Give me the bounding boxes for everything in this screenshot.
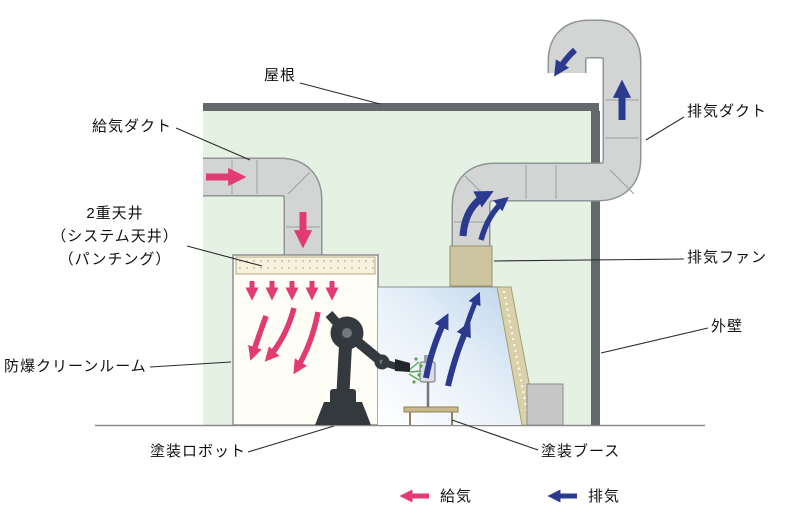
label-double-ceiling: 2重天井 （システム天井） （パンチング） — [45, 202, 185, 271]
leader-cleanroom — [149, 361, 232, 368]
leader-supply-duct — [175, 127, 251, 161]
label-paint-booth: 塗装ブース — [541, 443, 621, 460]
supply-arrow-icon — [399, 489, 429, 502]
spray-gun — [395, 359, 410, 372]
leader-exhaust-fan — [493, 258, 685, 262]
label-double-ceiling-line1: 2重天井 — [86, 205, 144, 222]
leader-roof — [299, 82, 381, 105]
supply-air-arrows — [206, 167, 339, 375]
exhaust-fan — [449, 245, 493, 287]
label-exhaust-fan: 排気ファン — [687, 249, 768, 266]
label-exhaust-duct: 排気ダクト — [687, 103, 768, 120]
label-paint-robot: 塗装ロボット — [150, 443, 247, 460]
outer-wall — [591, 111, 600, 425]
leader-paint-robot — [247, 425, 335, 453]
leader-outer-wall — [600, 327, 709, 354]
leader-paint-booth — [451, 419, 539, 451]
spray-mist — [408, 357, 423, 384]
label-roof: 屋根 — [264, 67, 297, 84]
step-box — [526, 383, 564, 426]
exhaust-arrow-icon — [547, 489, 577, 502]
legend-supply-label: 給気 — [440, 488, 473, 505]
label-supply-duct: 給気ダクト — [91, 118, 172, 135]
label-cleanroom: 防爆クリーンルーム — [4, 358, 147, 375]
label-outer-wall: 外壁 — [711, 318, 744, 335]
paint-robot — [315, 310, 410, 425]
leader-double-ceiling — [186, 245, 263, 267]
leader-exhaust-duct — [645, 116, 685, 141]
label-double-ceiling-line3: （パンチング） — [58, 251, 172, 268]
legend-exhaust-label: 排気 — [588, 488, 621, 505]
leader-lines — [149, 82, 709, 453]
label-double-ceiling-line2: （システム天井） — [51, 228, 179, 245]
roof — [203, 103, 599, 111]
legend-exhaust: 排気 — [541, 485, 620, 506]
exhaust-air-arrows — [423, 47, 632, 387]
legend-supply: 給気 — [393, 485, 472, 506]
